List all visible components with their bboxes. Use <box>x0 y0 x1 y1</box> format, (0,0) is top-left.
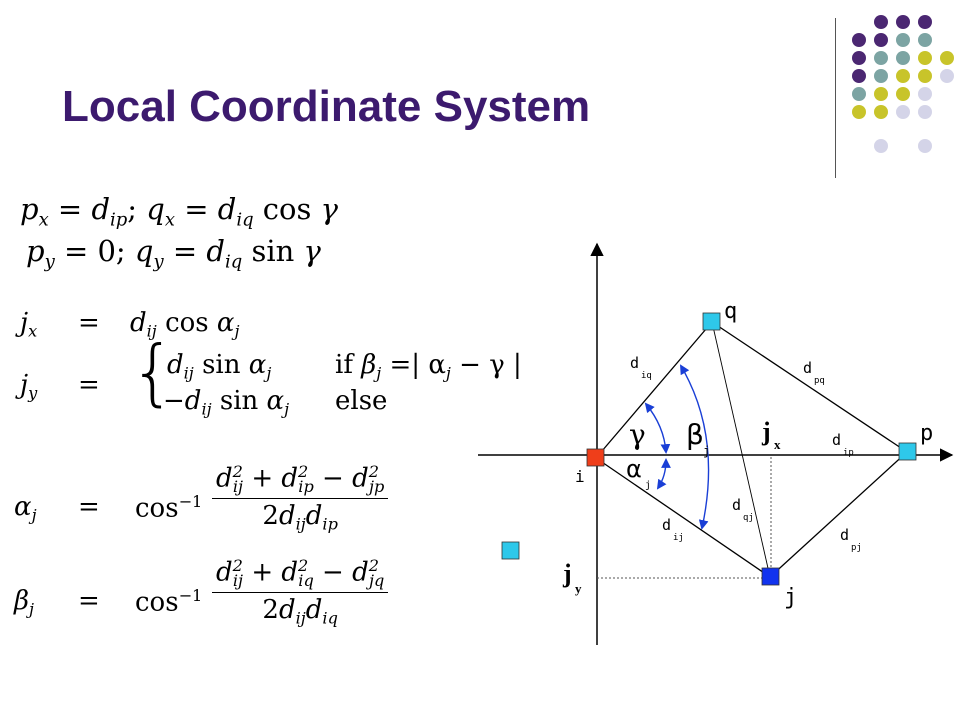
label-q: q <box>724 299 737 324</box>
label-d-pj: d <box>840 526 849 544</box>
edge-qp <box>711 321 908 453</box>
node-j <box>761 567 780 586</box>
equation-p-q-y: py = 0; qy = diq sin γ <box>26 234 321 273</box>
label-p: p <box>920 421 933 446</box>
label-d-iq: d <box>630 354 639 372</box>
node-q <box>702 312 721 331</box>
label-d-ip-sub: ip <box>843 448 854 458</box>
edge-jp <box>769 451 908 578</box>
label-d-ij: d <box>662 516 671 534</box>
beta-fraction: d2ij + d2iq − d2jq 2dijdiq <box>212 556 389 628</box>
page-title: Local Coordinate System <box>62 82 591 131</box>
label-gamma: γ <box>629 418 646 451</box>
title-divider <box>835 18 836 178</box>
label-alpha-sub: j <box>645 480 651 491</box>
label-j: j <box>784 585 797 610</box>
arc-beta <box>680 364 710 530</box>
node-i <box>586 448 605 467</box>
label-jy: j <box>562 559 572 588</box>
label-d-qj: d <box>732 496 741 514</box>
equation-p-q-x: px = dip; qx = diq cos γ <box>20 192 338 231</box>
cases-brace: { <box>130 330 176 414</box>
arc-alpha <box>656 458 671 490</box>
label-jy-sub: y <box>575 581 582 596</box>
edge-iq <box>595 321 713 459</box>
edge-qj <box>711 321 771 578</box>
arc-gamma <box>644 402 671 454</box>
label-d-ip: d <box>832 431 841 449</box>
node-extra <box>501 541 520 560</box>
label-d-iq-sub: iq <box>641 371 652 381</box>
label-jx: j <box>761 417 771 446</box>
label-d-pj-sub: pj <box>851 543 862 553</box>
label-d-pq-sub: pq <box>814 376 825 386</box>
node-p <box>898 442 917 461</box>
label-d-qj-sub: qj <box>743 513 754 523</box>
label-d-ij-sub: ij <box>673 533 684 543</box>
label-i: i <box>575 467 585 486</box>
label-beta: β <box>686 418 704 451</box>
label-d-pq: d <box>803 359 812 377</box>
label-jx-sub: x <box>774 437 781 452</box>
label-alpha: α <box>626 455 642 483</box>
label-beta-sub: j <box>703 444 710 458</box>
alpha-fraction: d2ij + d2ip − d2jp 2dijdip <box>212 462 389 534</box>
